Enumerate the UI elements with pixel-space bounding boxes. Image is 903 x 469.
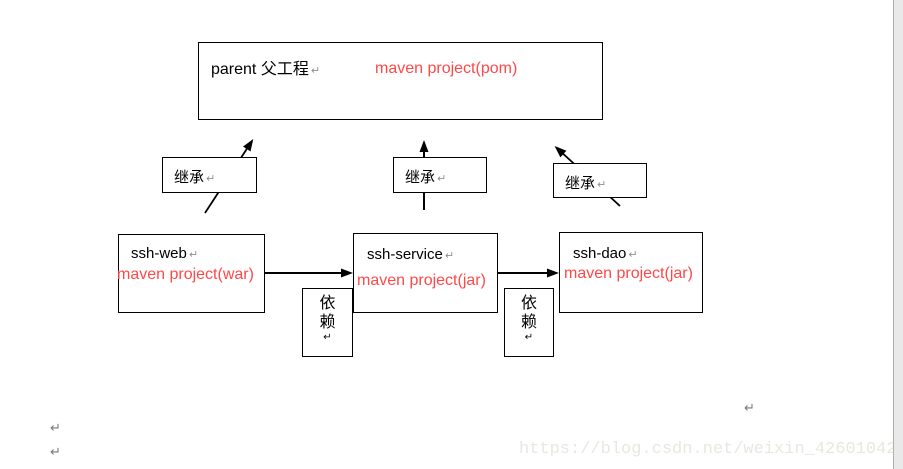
inherit-label: 继承↵ — [174, 166, 215, 187]
inherit-text: 继承 — [174, 169, 205, 186]
parent-box-title: parent 父工程↵ — [211, 55, 320, 79]
module-subtitle: maven project(war) — [117, 266, 254, 283]
paragraph-return-mark: ↵ — [444, 250, 455, 262]
parent-project-box: parent 父工程↵ maven project(pom) — [198, 42, 603, 120]
inherit-text: 继承 — [565, 175, 596, 192]
module-box-ssh-dao: ssh-dao↵ maven project(jar) — [559, 232, 703, 313]
parent-title-text: parent 父工程 — [211, 61, 309, 78]
module-box-ssh-service: ssh-service↵ maven project(jar) — [353, 233, 498, 313]
depend-char-1: 依 — [520, 295, 537, 312]
module-title-text: ssh-web — [131, 245, 187, 262]
module-title: ssh-web↵ — [131, 245, 198, 262]
paragraph-return-mark: ↵ — [597, 179, 607, 191]
inherit-label-box-2: 继承↵ — [393, 157, 487, 193]
depend-char-2: 赖 — [319, 314, 336, 331]
module-title: ssh-service↵ — [367, 246, 454, 263]
parent-box-subtitle: maven project(pom) — [375, 60, 518, 77]
paragraph-return-mark: ↵ — [628, 249, 638, 261]
depend-label-box-2: 依 赖 ↵ — [504, 288, 554, 357]
module-box-ssh-web: ssh-web↵ maven project(war) — [117, 234, 265, 313]
depend-char-2: 赖 — [520, 314, 537, 331]
paragraph-return-mark: ↵ — [323, 332, 332, 343]
depend-char-1: 依 — [319, 295, 336, 312]
module-subtitle: maven project(jar) — [564, 265, 693, 282]
csdn-watermark: https://blog.csdn.net/weixin_42601042 — [519, 440, 897, 459]
right-scrollbar-strip[interactable] — [893, 0, 903, 469]
module-subtitle: maven project(jar) — [357, 272, 486, 289]
module-title-text: ssh-dao — [573, 245, 627, 262]
inherit-label: 继承↵ — [405, 166, 446, 187]
paragraph-return-mark: ↵ — [188, 249, 199, 261]
module-title: ssh-dao↵ — [573, 245, 638, 262]
depend-label-box-1: 依 赖 ↵ — [302, 288, 353, 357]
inherit-label-box-3: 继承↵ — [553, 163, 647, 198]
paragraph-return-mark: ↵ — [437, 173, 447, 185]
paragraph-return-mark: ↵ — [206, 173, 216, 185]
paragraph-return-mark: ↵ — [524, 332, 534, 343]
paragraph-return-mark: ↵ — [310, 65, 321, 77]
module-title-text: ssh-service — [367, 246, 443, 263]
paragraph-return-mark: ↵ — [50, 444, 61, 459]
paragraph-return-mark: ↵ — [744, 400, 755, 415]
inherit-text: 继承 — [405, 169, 436, 186]
paragraph-return-mark: ↵ — [50, 420, 61, 435]
inherit-label: 继承↵ — [565, 172, 606, 193]
inherit-label-box-1: 继承↵ — [162, 157, 257, 193]
